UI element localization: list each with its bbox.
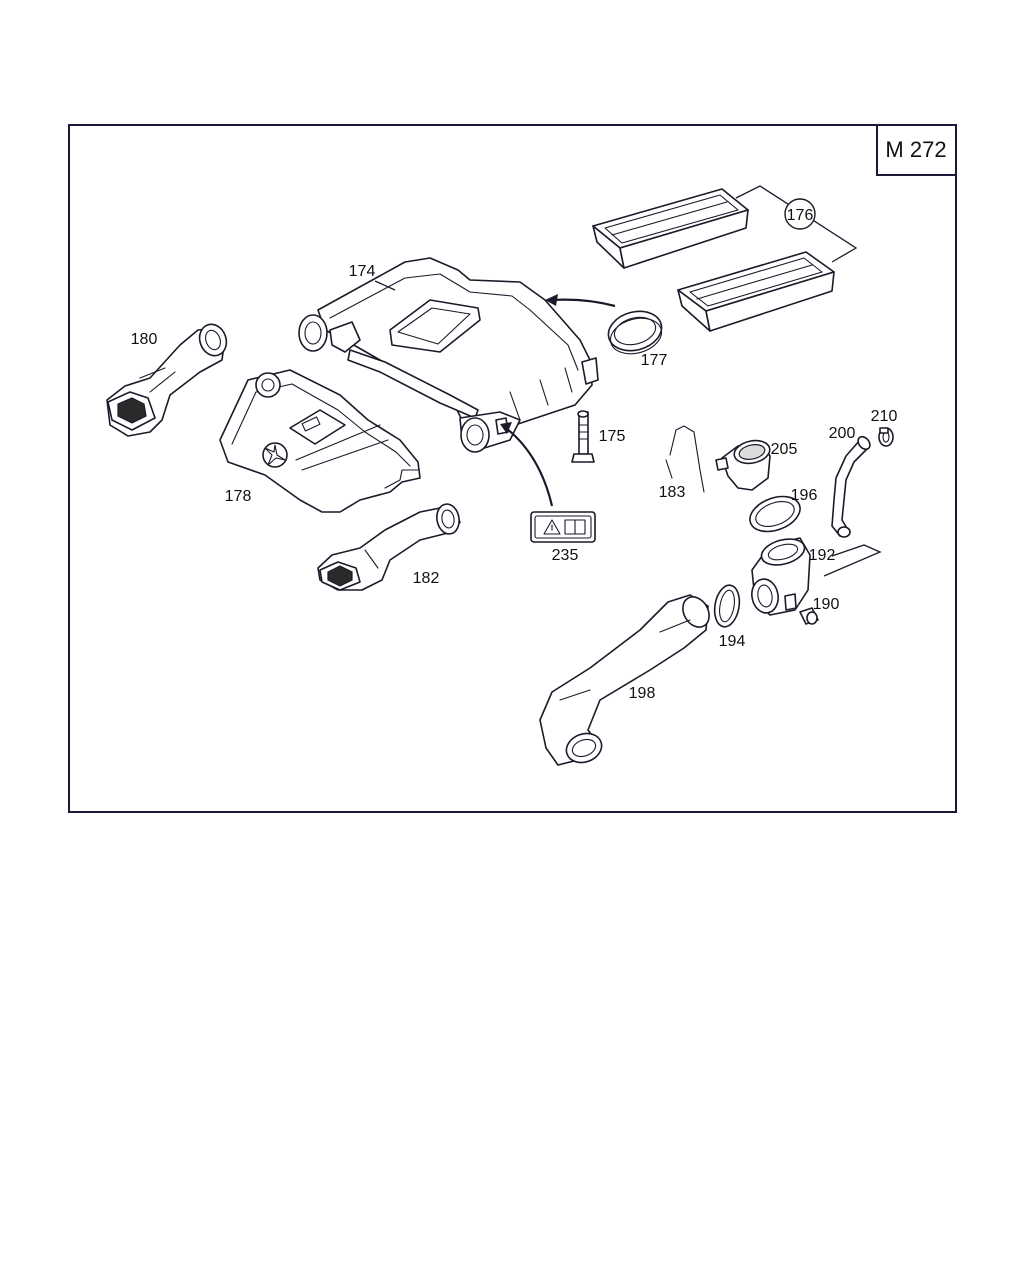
part-174-air-filter-housing[interactable] — [298, 257, 599, 453]
label-175: 175 — [599, 428, 626, 445]
arrow-177-to-174 — [545, 294, 616, 308]
label-180: 180 — [131, 331, 158, 348]
label-192: 192 — [809, 547, 836, 564]
part-190-sleeve[interactable] — [799, 607, 819, 625]
part-194-seal-ring[interactable] — [712, 583, 743, 629]
part-200-intake-hose[interactable] — [539, 592, 714, 767]
part-182-intake-duct[interactable] — [317, 502, 461, 591]
part-196-seal-ring[interactable] — [745, 490, 805, 538]
callout-176: 176 — [784, 198, 816, 230]
label-183: 183 — [659, 484, 686, 501]
label-178: 178 — [225, 488, 252, 505]
part-210-clamp[interactable] — [878, 427, 894, 447]
label-174: 174 — [349, 263, 376, 280]
part-180-intake-duct[interactable] — [106, 321, 231, 437]
part-183-gasket[interactable] — [665, 425, 705, 493]
part-198-air-mass-sensor[interactable] — [715, 437, 772, 491]
label-194: 194 — [719, 633, 746, 650]
label-210: 210 — [871, 408, 898, 425]
model-code-box: M 272 — [876, 124, 957, 176]
label-196: 196 — [791, 487, 818, 504]
label-182: 182 — [413, 570, 440, 587]
label-205: 200 — [829, 425, 856, 442]
part-205-breather-hose[interactable] — [831, 434, 872, 538]
label-198: 205 — [771, 441, 798, 458]
part-235-warning-label[interactable] — [530, 511, 596, 543]
label-176: 176 — [787, 207, 814, 224]
model-code-text: M 272 — [885, 137, 946, 162]
part-175-bolt[interactable] — [571, 410, 595, 463]
diagram-frame — [68, 124, 957, 813]
label-235: 235 — [552, 547, 579, 564]
arrow-174-to-235 — [500, 422, 554, 507]
part-176-air-filter-elements[interactable] — [592, 185, 858, 332]
part-177-seal-ring[interactable] — [604, 306, 666, 359]
label-177: 177 — [641, 352, 668, 369]
label-200: 198 — [629, 685, 656, 702]
part-192-housing[interactable] — [749, 535, 882, 616]
label-190: 190 — [813, 596, 840, 613]
part-178-engine-cover[interactable] — [219, 369, 421, 513]
